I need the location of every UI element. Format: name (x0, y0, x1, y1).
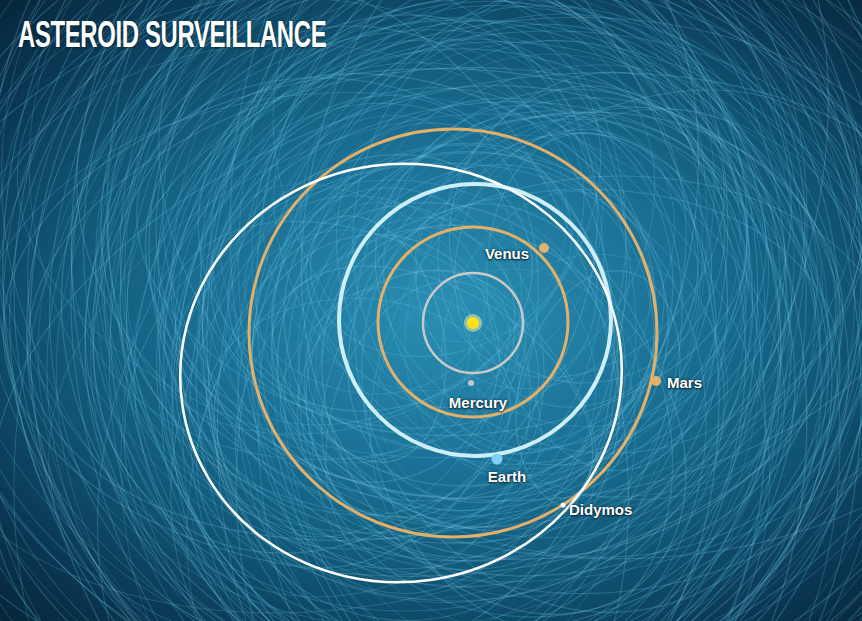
asteroid-orbit-line (153, 0, 862, 621)
asteroid-orbit-line (246, 153, 761, 621)
asteroid-orbit-line (427, 204, 778, 557)
planet-label: Mercury (449, 394, 507, 411)
asteroid-orbit-line (0, 12, 823, 597)
asteroid-orbit-line (65, 0, 647, 507)
asteroid-orbit-line (28, 0, 862, 621)
asteroid-orbit-line (195, 117, 565, 449)
asteroid-orbit-line (401, 157, 691, 487)
asteroid-orbit-line (0, 0, 748, 527)
asteroid-orbit-line (253, 0, 746, 561)
asteroid-orbit-line (431, 108, 722, 428)
mars-orbit (249, 129, 657, 537)
planet-label: Didymos (569, 501, 632, 518)
asteroid-orbit-line (143, 0, 733, 621)
asteroid-orbit-line (332, 60, 835, 504)
asteroid-orbit-line (79, 0, 862, 575)
asteroid-orbit-line (224, 211, 640, 585)
asteroid-orbit-line (250, 76, 695, 555)
asteroid-orbit-line (14, 0, 862, 621)
asteroid-orbit-line (16, 0, 782, 621)
asteroid-orbit-line (199, 0, 751, 528)
asteroid-orbit-line (201, 0, 687, 584)
asteroid-orbit-line (490, 251, 706, 528)
asteroid-orbit-line (28, 0, 862, 621)
earth-dot (492, 454, 503, 465)
planet-label: Mars (667, 374, 702, 391)
earth-orbit (339, 184, 611, 456)
venus-dot (539, 243, 549, 253)
asteroid-orbit-line (172, 130, 569, 504)
asteroid-orbit-line (284, 24, 862, 621)
asteroid-orbit-line (227, 51, 862, 620)
mercury-dot (468, 380, 474, 386)
asteroid-orbit-line (37, 0, 862, 621)
asteroid-orbit-line (263, 241, 586, 556)
asteroid-orbit-line (287, 150, 862, 619)
mars-dot (651, 376, 661, 386)
asteroid-orbit-line (27, 0, 862, 621)
asteroid-orbit-line (152, 0, 862, 621)
asteroid-orbit-line (88, 0, 862, 609)
asteroid-orbit-line (91, 0, 681, 508)
venus-orbit (378, 227, 568, 417)
asteroid-orbit-line (363, 62, 727, 439)
title: ASTEROID SURVEILLANCE (18, 14, 326, 56)
asteroid-orbit-line (36, 0, 862, 621)
asteroid-orbit-line (17, 0, 812, 621)
asteroid-orbit-line (102, 149, 658, 621)
asteroid-orbit-line (247, 112, 711, 610)
asteroid-orbit-line (196, 0, 826, 621)
asteroid-orbit-line (0, 0, 823, 621)
asteroid-orbit-line (75, 107, 774, 621)
didymos-orbit (153, 135, 649, 610)
sun (467, 317, 479, 329)
asteroid-orbit-line (290, 0, 854, 523)
sun-glow (464, 314, 482, 332)
asteroid-orbit-line (217, 221, 479, 469)
planet-label: Venus (485, 245, 529, 262)
mercury-orbit (423, 273, 523, 373)
didymos-dot (561, 503, 566, 508)
asteroid-orbit-line (283, 0, 758, 485)
planet-label: Earth (488, 468, 526, 485)
